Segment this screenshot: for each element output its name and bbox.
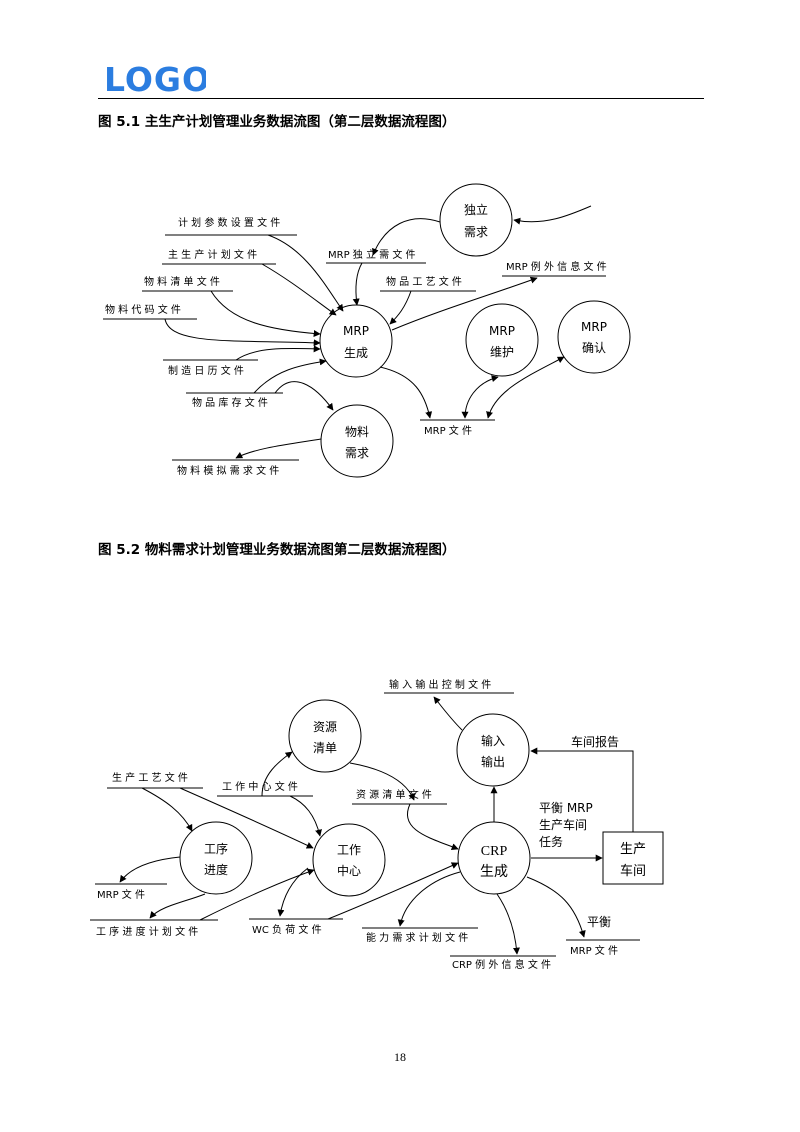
process-independent-demand <box>439 183 513 257</box>
flow-wc-load-to-crp <box>327 862 459 920</box>
process-label: 清单 <box>313 741 337 755</box>
flow-routing-to-wc <box>179 787 314 849</box>
flow-op-to-mrp-left <box>119 856 181 883</box>
flow-mrp-indep-to-mrp <box>352 262 363 306</box>
flow-confirm-mrp-file <box>486 356 565 419</box>
store-label-mps: 主 生 产 计 划 文 件 <box>168 248 257 261</box>
process-resource-list <box>288 699 362 773</box>
store-label-capacity: 能 力 需 求 计 划 文 件 <box>366 931 468 944</box>
flow-external-to-indep <box>513 205 592 225</box>
flow-mrp-to-exception <box>391 276 538 331</box>
figure2-diagram: 资源 清单 输入 输出 工序 进度 工作 中心 CRP 生成 生产 车间 输 入… <box>90 678 664 971</box>
logo-text: LOGO <box>104 64 206 94</box>
store-label-work-center: 工 作 中 心 文 件 <box>222 780 298 793</box>
flow-wc-file-to-wc <box>289 795 322 837</box>
process-label: 中心 <box>337 863 361 878</box>
store-label-inventory: 物 品 库 存 文 件 <box>192 396 268 409</box>
process-label: CRP <box>481 844 508 859</box>
figure1-diagram: 独立 需求 MRP 生成 MRP 维护 MRP 确认 物料 需求 计 划 参 数… <box>103 183 631 478</box>
process-label: 维护 <box>490 345 514 359</box>
process-io <box>456 713 530 787</box>
process-label: 生成 <box>344 346 368 360</box>
process-label: 输入 <box>481 733 505 748</box>
store-label-routing: 物 品 工 艺 文 件 <box>386 275 462 288</box>
store-label-plan-params: 计 划 参 数 设 置 文 件 <box>178 216 280 229</box>
flow-crp-to-capacity <box>397 871 461 927</box>
flow-resource-to-resource-file <box>349 762 415 801</box>
process-label: 物料 <box>345 425 369 439</box>
flow-mps <box>261 263 337 316</box>
flow-label-balance-task: 任务 <box>539 834 563 849</box>
flow-label-balance: 平衡 <box>587 915 611 929</box>
process-label: 独立 <box>464 202 488 217</box>
flow-op-to-schedule <box>149 893 206 919</box>
store-label-wc-load: WC 负 荷 文 件 <box>252 923 322 936</box>
store-label-calendar: 制 造 日 历 文 件 <box>168 364 244 377</box>
flow-item-code <box>164 318 321 347</box>
store-label-mrp-exception: MRP 例 外 信 息 文 件 <box>506 260 607 273</box>
flow-bom <box>210 290 321 337</box>
flow-maintain-mrp-file <box>461 375 499 419</box>
process-label: MRP <box>489 324 515 338</box>
entity-label: 车间 <box>620 863 646 879</box>
entity-label: 生产 <box>620 842 646 857</box>
figure2-title: 图 5.2 物料需求计划管理业务数据流图第二层数据流程图） <box>98 542 456 558</box>
header-rule <box>98 98 704 99</box>
process-material-demand <box>320 404 394 478</box>
flow-label-balance-task: 平衡 MRP <box>539 801 593 815</box>
flow-crp-to-crp-exception <box>496 893 520 955</box>
flow-label-balance-task: 生产车间 <box>539 817 587 832</box>
process-mrp-confirm <box>557 300 631 374</box>
process-label: MRP <box>581 320 607 334</box>
flow-wc-file-to-resource <box>261 751 293 797</box>
flow-inventory <box>253 358 327 394</box>
process-label: 确认 <box>582 341 606 355</box>
flow-calendar <box>235 345 321 361</box>
store-label-mrp-indep: MRP 独 立 需 文 件 <box>328 248 416 261</box>
store-label-bom: 物 料 清 单 文 件 <box>144 275 220 288</box>
process-label: MRP <box>343 324 369 338</box>
store-label-sim-demand: 物 料 模 拟 需 求 文 件 <box>177 464 279 477</box>
process-label: 输出 <box>481 754 505 769</box>
store-label-io-control: 输 入 输 出 控 制 文 件 <box>389 678 491 691</box>
process-label: 需求 <box>345 446 369 460</box>
process-label: 工作 <box>337 843 361 857</box>
flow-inventory-material <box>274 381 334 411</box>
process-label: 资源 <box>313 720 337 734</box>
process-work-center <box>312 823 386 897</box>
flow-indep-to-mrp-indep <box>372 218 441 256</box>
flow-schedule-to-wc <box>199 868 315 921</box>
flow-wc-to-wc-load <box>277 867 309 917</box>
store-label-crp-exception: CRP 例 外 信 息 文 件 <box>452 958 551 971</box>
store-label-mrp-right: MRP 文 件 <box>570 944 618 957</box>
process-label: 生成 <box>480 864 508 880</box>
store-label-routing: 生 产 工 艺 文 件 <box>112 771 188 784</box>
store-label-resource-list: 资 源 清 单 文 件 <box>356 788 432 801</box>
flow-plan-params <box>267 234 344 312</box>
flow-crp-to-mrp-right <box>526 876 586 938</box>
flow-routing-to-op <box>141 787 193 832</box>
process-op-progress <box>179 821 253 895</box>
process-label: 进度 <box>204 862 228 877</box>
logo: LOGO <box>104 64 206 94</box>
figure1-title: 图 5.1 主生产计划管理业务数据流图（第二层数据流程图） <box>98 114 456 130</box>
store-label-mrp-left: MRP 文 件 <box>97 888 145 901</box>
process-mrp-generate <box>319 304 393 378</box>
flow-label-shop-report: 车间报告 <box>571 734 619 749</box>
store-label-mrp-file: MRP 文 件 <box>424 424 472 437</box>
store-label-item-code: 物 料 代 码 文 件 <box>105 303 181 316</box>
flow-mrp-to-mrp-file <box>379 366 433 419</box>
flow-routing <box>389 290 412 325</box>
store-label-op-schedule: 工 序 进 度 计 划 文 件 <box>96 925 198 938</box>
page-number: 18 <box>394 1050 406 1064</box>
flow-resource-file-to-crp <box>407 803 459 850</box>
process-label: 工序 <box>204 841 228 856</box>
flow-io-to-control <box>433 696 463 731</box>
flow-material-to-sim <box>235 438 322 459</box>
flow-shop-to-io <box>530 747 634 832</box>
process-label: 需求 <box>464 225 488 239</box>
process-mrp-maintain <box>465 303 539 377</box>
